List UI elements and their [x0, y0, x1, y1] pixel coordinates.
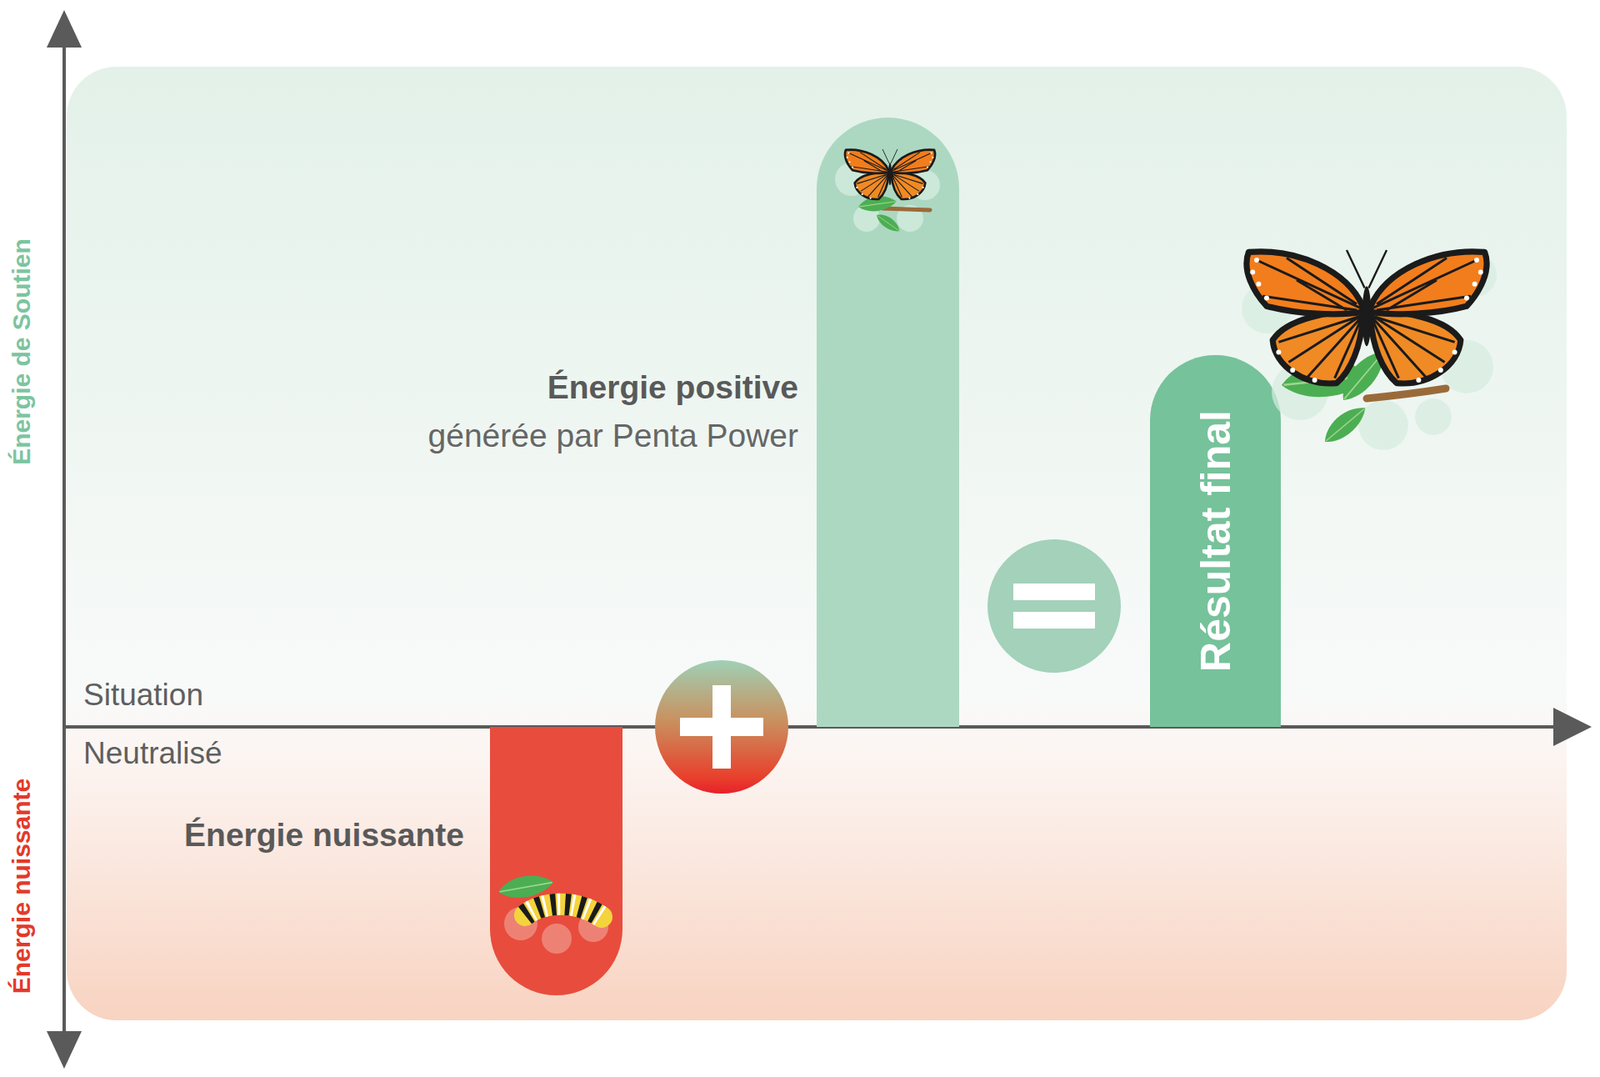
axis-arrow-right	[1553, 707, 1592, 746]
branch	[883, 208, 930, 210]
cloud	[1453, 253, 1497, 297]
cloud	[853, 205, 880, 232]
axis-arrow-down	[46, 1030, 82, 1069]
positive-energy-bar: Énergie positivegénérée par Penta Power	[816, 117, 960, 727]
leaf-small	[874, 210, 904, 236]
big-butterfly	[1246, 250, 1487, 384]
equals-bar	[1013, 583, 1095, 600]
cloud	[835, 162, 869, 196]
small-butterfly-scene	[835, 149, 940, 235]
result-label: Résultat final	[1192, 410, 1240, 672]
equals-circle	[987, 539, 1121, 673]
negative-energy-bar: Énergie nuissante	[490, 726, 623, 995]
bar-subtitle: générée par Penta Power	[428, 415, 799, 457]
zone-label: Neutralisé	[83, 735, 223, 772]
caterpillar-leaf	[496, 870, 556, 901]
axis-arrow-up	[46, 10, 82, 48]
big-butterfly-scene	[1241, 250, 1497, 450]
caterpillar-stripes	[525, 904, 602, 917]
leaf-small	[857, 194, 898, 215]
horizontal-axis	[64, 725, 1557, 729]
axis-label: Énergie nuissante	[7, 778, 36, 994]
branch	[1366, 388, 1446, 399]
plus-bar	[680, 717, 764, 736]
caterpillar-scene	[496, 870, 609, 954]
cloud	[1440, 340, 1494, 394]
cloud	[1415, 398, 1452, 435]
cloud	[541, 923, 572, 954]
vertical-axis	[62, 45, 66, 1038]
cloud	[578, 911, 609, 942]
caterpillar-stripes	[525, 904, 602, 917]
leaf-big	[1318, 400, 1371, 450]
caterpillar-body	[525, 904, 602, 917]
leaf-big	[1334, 344, 1393, 408]
background-panel	[66, 66, 1567, 1020]
result-bar: Résultat final	[1150, 355, 1281, 727]
equals-bar	[1013, 611, 1095, 629]
bar-heading: Énergie positive	[547, 366, 799, 409]
plus-circle	[655, 660, 789, 794]
plus-bar	[712, 685, 731, 769]
leaf-big	[1280, 357, 1375, 401]
cloud	[910, 170, 940, 200]
cloud	[896, 205, 924, 232]
axis-label: Énergie de Soutien	[7, 238, 36, 465]
cloud	[504, 906, 538, 940]
cloud	[1358, 400, 1409, 450]
bar-label: Énergie nuissante	[114, 811, 465, 859]
zone-label: Situation	[83, 676, 204, 714]
small-butterfly	[845, 149, 935, 200]
cloud	[1271, 363, 1329, 420]
cloud	[1241, 283, 1292, 334]
